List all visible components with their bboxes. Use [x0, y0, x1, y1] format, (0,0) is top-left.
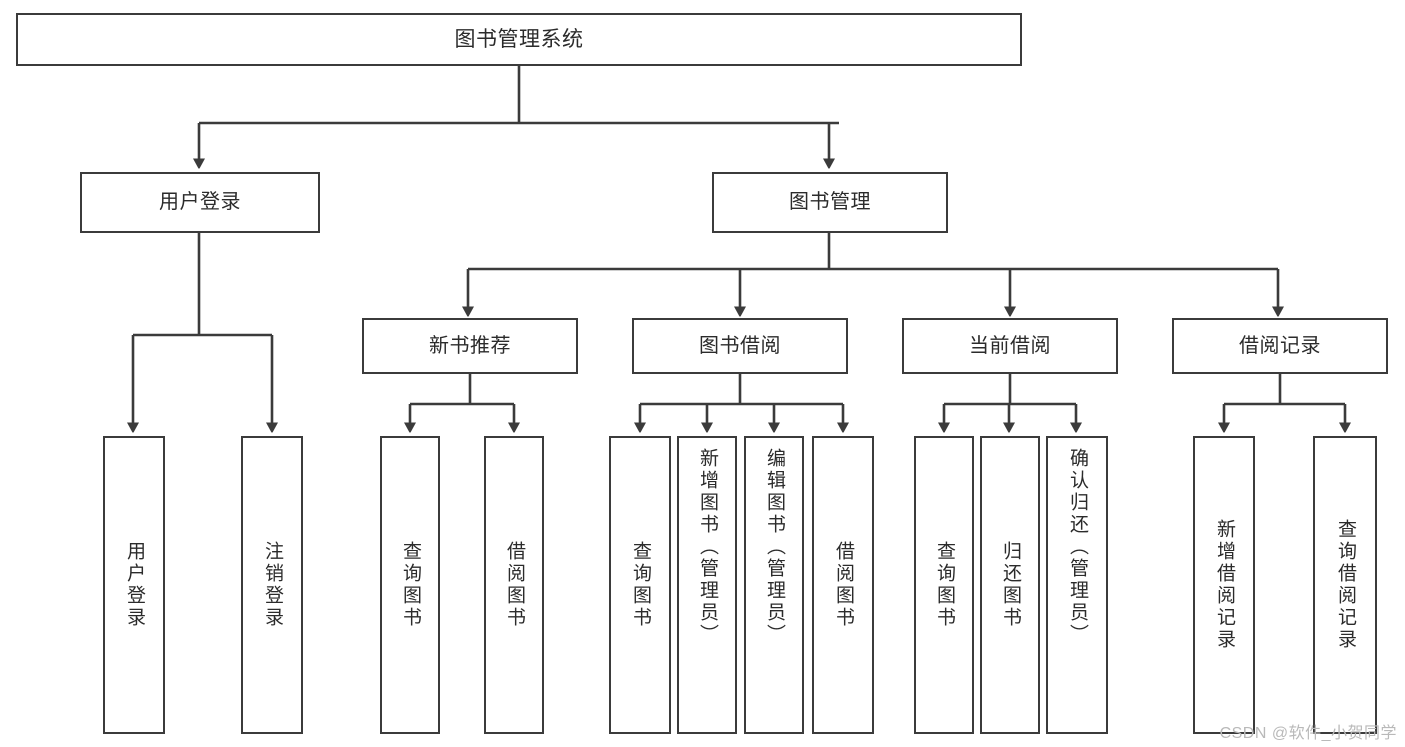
node-leaf-add-book[interactable]: 新增图书（管理员）: [677, 436, 737, 734]
node-label: 新增借阅记录: [1213, 519, 1235, 651]
node-current-borrow[interactable]: 当前借阅: [902, 318, 1118, 374]
node-label: 图书借阅: [699, 334, 781, 357]
node-label: 编辑图书（管理员）: [763, 448, 785, 646]
node-label: 当前借阅: [969, 334, 1051, 357]
node-label: 查询图书: [399, 541, 421, 629]
node-label: 借阅图书: [832, 541, 854, 629]
watermark: CSDN @软件_小贺同学: [1219, 725, 1397, 742]
node-leaf-query-book-2[interactable]: 查询图书: [609, 436, 671, 734]
node-leaf-query-book-3[interactable]: 查询图书: [914, 436, 974, 734]
node-leaf-query-record[interactable]: 查询借阅记录: [1313, 436, 1377, 734]
node-leaf-query-book-1[interactable]: 查询图书: [380, 436, 440, 734]
node-label: 查询图书: [629, 541, 651, 629]
node-label: 注销登录: [261, 541, 283, 629]
node-label: 用户登录: [159, 191, 241, 214]
node-label: 新书推荐: [429, 334, 511, 357]
node-book-management-system[interactable]: 图书管理系统: [16, 13, 1022, 66]
node-new-book-recommend[interactable]: 新书推荐: [362, 318, 578, 374]
node-label: 归还图书: [999, 541, 1021, 629]
node-leaf-borrow-book-2[interactable]: 借阅图书: [812, 436, 874, 734]
node-book-borrow[interactable]: 图书借阅: [632, 318, 848, 374]
node-label: 借阅记录: [1239, 334, 1321, 357]
node-leaf-edit-book[interactable]: 编辑图书（管理员）: [744, 436, 804, 734]
node-label: 图书管理系统: [454, 27, 584, 51]
node-label: 图书管理: [789, 191, 871, 214]
node-leaf-confirm-return[interactable]: 确认归还（管理员）: [1046, 436, 1108, 734]
node-leaf-logout-login[interactable]: 注销登录: [241, 436, 303, 734]
node-user-login[interactable]: 用户登录: [80, 172, 320, 233]
node-borrow-record[interactable]: 借阅记录: [1172, 318, 1388, 374]
node-label: 新增图书（管理员）: [696, 448, 718, 646]
node-label: 用户登录: [123, 541, 145, 629]
node-label: 查询图书: [933, 541, 955, 629]
node-leaf-user-login[interactable]: 用户登录: [103, 436, 165, 734]
node-leaf-borrow-book-1[interactable]: 借阅图书: [484, 436, 544, 734]
node-leaf-return-book[interactable]: 归还图书: [980, 436, 1040, 734]
node-label: 确认归还（管理员）: [1066, 448, 1088, 646]
node-leaf-add-record[interactable]: 新增借阅记录: [1193, 436, 1255, 734]
node-label: 借阅图书: [503, 541, 525, 629]
node-book-management[interactable]: 图书管理: [712, 172, 948, 233]
node-label: 查询借阅记录: [1334, 519, 1356, 651]
